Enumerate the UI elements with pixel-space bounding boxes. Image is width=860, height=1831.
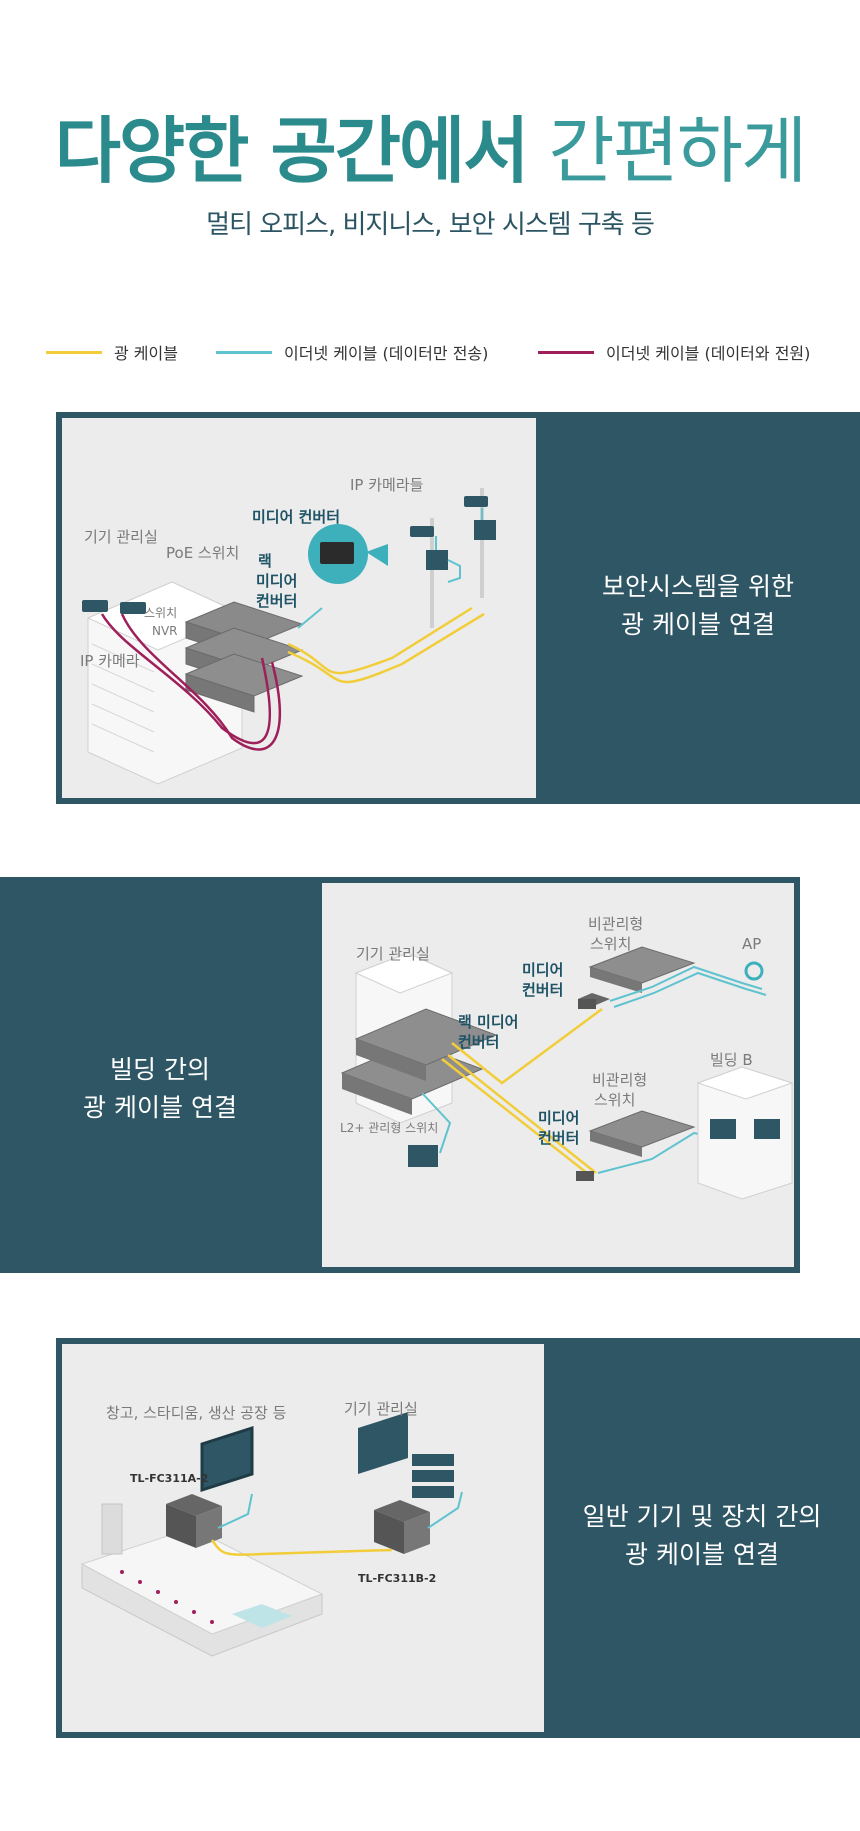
- monitor-icon: [408, 1145, 438, 1167]
- building-illustration: [340, 946, 794, 1200]
- media-converter-icon: [578, 999, 596, 1009]
- legend-swatch-yellow: [46, 350, 102, 354]
- legend-swatch-cyan: [216, 350, 272, 354]
- caption-line: 광 케이블 연결: [621, 610, 775, 639]
- label-rack-3: 컨버터: [256, 592, 298, 610]
- label-rack-2: 컨버터: [458, 1033, 500, 1051]
- media-converter-icon: [576, 1171, 594, 1181]
- media-converter-icon: [166, 1504, 196, 1548]
- label-unmanaged-top-1: 비관리형: [588, 915, 644, 933]
- building-diagram: 기기 관리실 비관리형 스위치 AP 미디어 컨버터 랙 미디어 컨버터 빌딩 …: [322, 883, 794, 1267]
- caption-line: 일반 기기 및 장치 간의: [582, 1502, 822, 1531]
- security-illustration: [82, 488, 496, 785]
- ip-camera-icon: [82, 600, 108, 612]
- label-mc-bottom-2: 컨버터: [538, 1129, 580, 1147]
- label-l2-switch: L2+ 관리형 스위치: [340, 1121, 439, 1135]
- legend-label: 이더넷 케이블 (데이터만 전송): [284, 344, 489, 363]
- monitor-icon: [710, 1119, 736, 1139]
- label-rack-1: 랙: [258, 552, 272, 570]
- device-diagram: 창고, 스타디움, 생산 공장 등 기기 관리실 TL-FC311A-2 TL-…: [62, 1344, 544, 1732]
- page-title-bold: 다양한 공간에서: [54, 109, 530, 193]
- server-icon: [412, 1470, 454, 1482]
- label-equipment-room: 기기 관리실: [344, 1400, 418, 1418]
- monitor-icon: [754, 1119, 780, 1139]
- ip-camera-icon: [120, 602, 146, 614]
- page-title-light: 간편하게: [548, 109, 807, 193]
- caption-line: 광 케이블 연결: [625, 1540, 779, 1569]
- ap-icon: [744, 961, 764, 981]
- server-icon: [412, 1486, 454, 1498]
- label-rack-1: 랙 미디어: [458, 1013, 519, 1031]
- caption-line: 광 케이블 연결: [83, 1093, 237, 1122]
- monitor-icon: [358, 1412, 408, 1474]
- label-unmanaged-bottom-1: 비관리형: [592, 1071, 648, 1089]
- ip-camera-icon: [464, 496, 488, 507]
- legend-label: 이더넷 케이블 (데이터와 전원): [606, 344, 811, 363]
- label-ap: AP: [742, 935, 762, 953]
- label-model-b: TL-FC311B-2: [358, 1572, 437, 1585]
- legend-item-fiber: 광 케이블: [46, 340, 178, 364]
- media-converter-icon: [474, 520, 496, 540]
- legend-label: 광 케이블: [114, 344, 178, 363]
- caption-line: 보안시스템을 위한: [602, 572, 794, 601]
- label-mc-bottom-1: 미디어: [538, 1109, 580, 1127]
- label-switch: 스위치: [144, 606, 178, 620]
- legend-item-ethernet-data: 이더넷 케이블 (데이터만 전송): [216, 340, 488, 364]
- section-security-caption: 보안시스템을 위한 광 케이블 연결: [536, 568, 860, 644]
- section-building-panel: 빌딩 간의 광 케이블 연결: [0, 877, 800, 1273]
- label-rack-2: 미디어: [256, 572, 298, 590]
- label-equipment-room: 기기 관리실: [356, 945, 430, 963]
- server-icon: [412, 1454, 454, 1466]
- caption-line: 빌딩 간의: [110, 1055, 210, 1084]
- label-model-a: TL-FC311A-2: [130, 1472, 209, 1485]
- label-ip-camera: IP 카메라: [80, 652, 140, 670]
- section-building-caption: 빌딩 간의 광 케이블 연결: [0, 1051, 320, 1127]
- device-illustration: [80, 1412, 463, 1657]
- label-poe-switch: PoE 스위치: [166, 544, 240, 562]
- page-subtitle: 멀티 오피스, 비지니스, 보안 시스템 구축 등: [206, 210, 655, 240]
- media-converter-icon: [374, 1510, 404, 1554]
- label-media-converter: 미디어 컨버터: [252, 508, 341, 526]
- legend-item-ethernet-power: 이더넷 케이블 (데이터와 전원): [538, 340, 810, 364]
- media-converter-icon: [426, 550, 448, 570]
- security-diagram: 기기 관리실 PoE 스위치 미디어 컨버터 랙 미디어 컨버터 IP 카메라들…: [62, 418, 536, 798]
- section-device-caption: 일반 기기 및 장치 간의 광 케이블 연결: [544, 1498, 860, 1574]
- ip-camera-icon: [410, 526, 434, 537]
- label-ip-cameras: IP 카메라들: [350, 476, 424, 494]
- section-security-panel: 기기 관리실 PoE 스위치 미디어 컨버터 랙 미디어 컨버터 IP 카메라들…: [56, 412, 860, 804]
- cable-legend: 광 케이블 이더넷 케이블 (데이터만 전송) 이더넷 케이블 (데이터와 전원…: [0, 340, 860, 370]
- legend-swatch-magenta: [538, 350, 594, 354]
- label-equipment-room: 기기 관리실: [84, 528, 158, 546]
- label-mc-top-2: 컨버터: [522, 981, 564, 999]
- monitor-icon: [202, 1428, 252, 1490]
- section-device-panel: 창고, 스타디움, 생산 공장 등 기기 관리실 TL-FC311A-2 TL-…: [56, 1338, 860, 1738]
- page-title: 다양한 공간에서 간편하게: [0, 92, 860, 197]
- label-unmanaged-top-2: 스위치: [590, 935, 632, 953]
- label-unmanaged-bottom-2: 스위치: [594, 1091, 636, 1109]
- label-mc-top-1: 미디어: [522, 961, 564, 979]
- label-building-b: 빌딩 B: [710, 1051, 753, 1069]
- label-warehouse: 창고, 스타디움, 생산 공장 등: [106, 1404, 287, 1422]
- label-nvr: NVR: [152, 624, 178, 638]
